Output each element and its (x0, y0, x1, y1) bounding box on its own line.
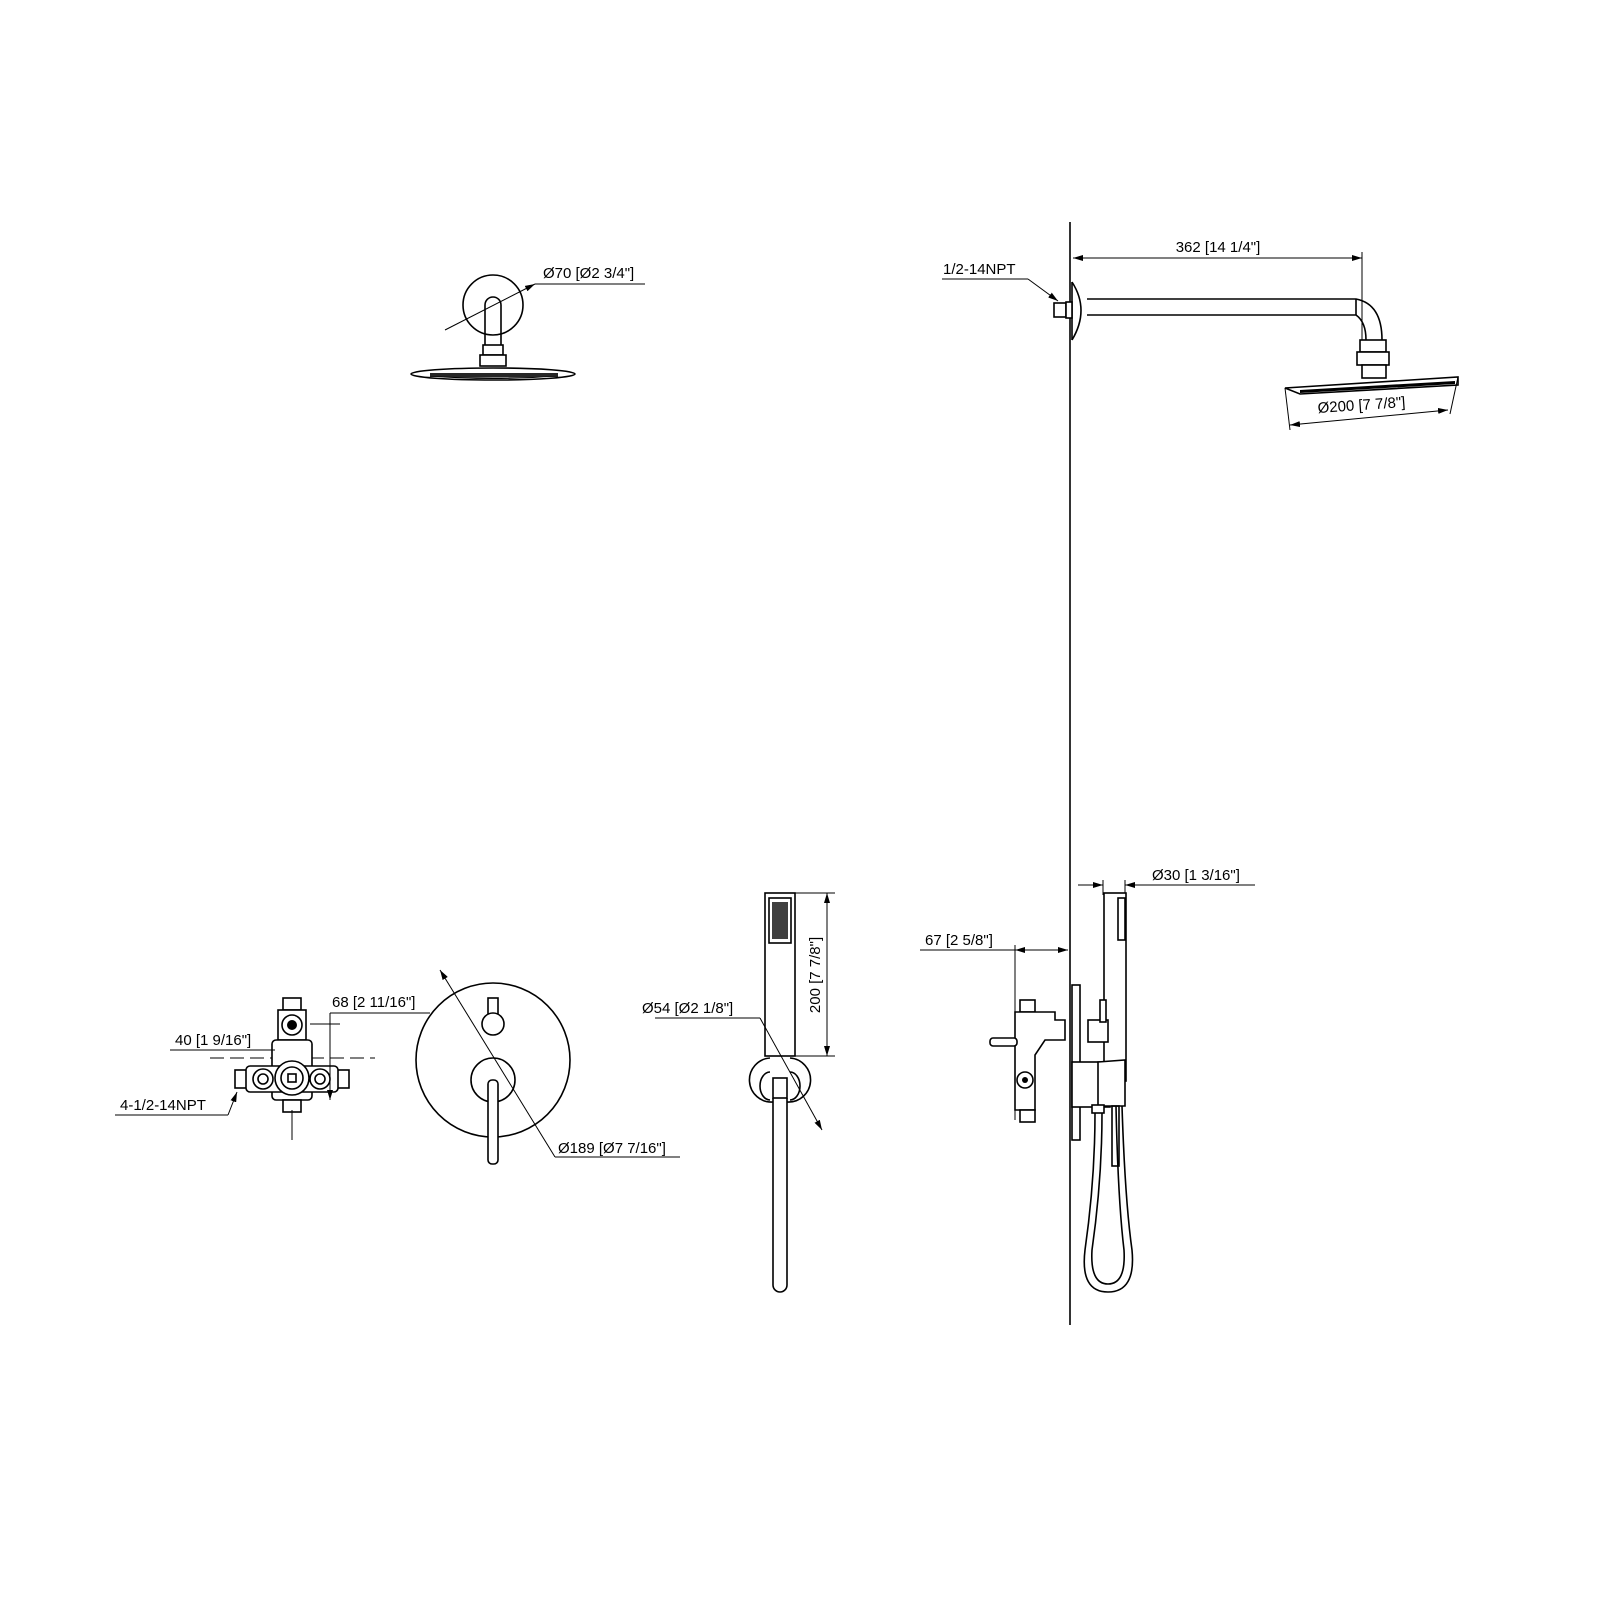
head-side (1284, 376, 1459, 395)
trim-plate-front-view: Ø189 [Ø7 7/16"] (415, 969, 680, 1165)
shower-arm (484, 296, 502, 345)
arm-length-label: 362 [14 1/4"] (1176, 239, 1261, 256)
arm-pipe (1087, 298, 1383, 341)
shower-arm-side-view: 362 [14 1/4"] Ø200 [7 7/8"] 1/2-14NPT (942, 239, 1459, 431)
inlet-thread-label: 1/2-14NPT (943, 261, 1016, 278)
diverter-knob (481, 1012, 505, 1036)
wall-depth-label: 67 [2 5/8"] (925, 932, 993, 949)
flange-diameter-label: Ø70 [Ø2 3/4"] (543, 265, 634, 282)
shower-head (410, 367, 576, 381)
valve-body-front-view: 40 [1 9/16"] 68 [2 11/16"] 4-1/2-14NPT (115, 994, 430, 1140)
valve-ports-label: 4-1/2-14NPT (120, 1097, 206, 1114)
hand-shower-length-label: 200 [7 7/8"] (807, 937, 824, 1013)
holder-diameter-label: Ø54 [Ø2 1/8"] (642, 1000, 733, 1017)
head-diameter-label: Ø200 [7 7/8"] (1317, 394, 1406, 417)
valve-dim-40-label: 40 [1 9/16"] (175, 1032, 251, 1049)
trim-diameter-label: Ø189 [Ø7 7/16"] (558, 1140, 666, 1157)
handle-lever (487, 1079, 499, 1165)
flange-dimension-leader (444, 283, 536, 331)
inlet-nipple (1053, 302, 1067, 318)
shower-head-front-view: Ø70 [Ø2 3/4"] (410, 265, 645, 381)
handle-diameter-label: Ø30 [1 3/16"] (1152, 867, 1240, 884)
valve-dim-68-label: 68 [2 11/16"] (332, 994, 415, 1011)
hand-shower-front-view: 200 [7 7/8"] Ø54 [Ø2 1/8"] (642, 892, 835, 1293)
valve-side-assembly: Ø30 [1 3/16"] 67 [2 5/8"] (920, 867, 1255, 1293)
wall-flange (462, 274, 524, 336)
